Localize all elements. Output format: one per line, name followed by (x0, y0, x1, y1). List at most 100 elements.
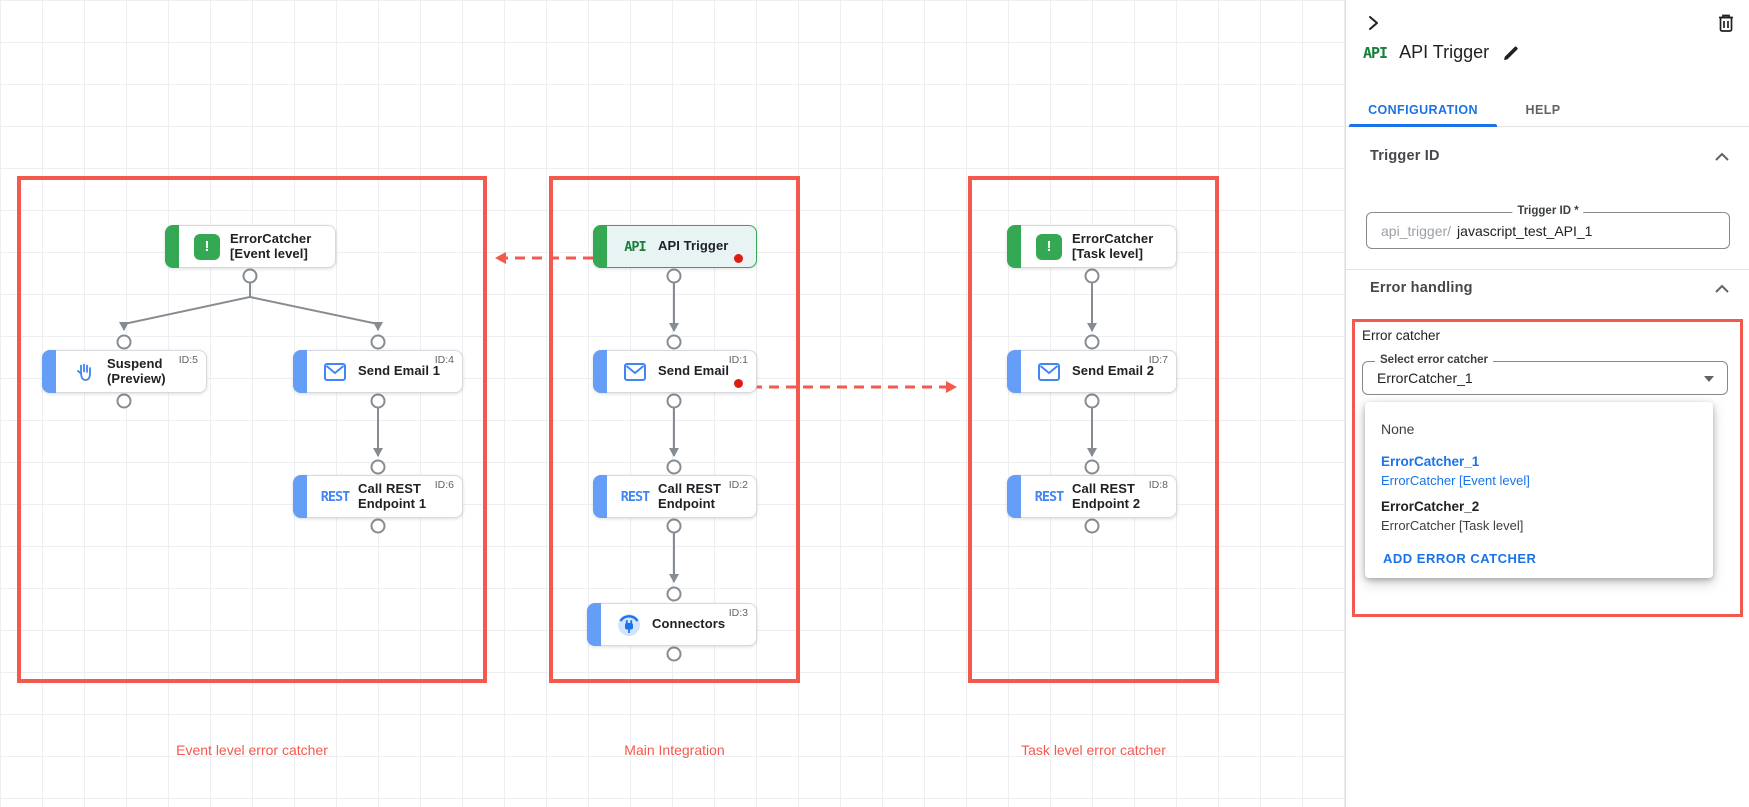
node-label: Send Email 1 (358, 363, 441, 379)
error-handling-section-header[interactable]: Error handling (1370, 280, 1729, 296)
main-integration-group-label: Main Integration (624, 742, 725, 758)
node-accent-bar (593, 225, 607, 268)
node-send-email-1[interactable]: Send Email 1 ID:4 (293, 350, 463, 393)
port (370, 518, 386, 534)
port (1084, 334, 1100, 350)
trash-icon (1719, 14, 1733, 32)
node-label: ErrorCatcher[Task level] (1072, 230, 1154, 261)
panel-title-row: API API Trigger (1363, 42, 1521, 63)
port (370, 334, 386, 350)
email-icon (618, 362, 652, 382)
port (666, 518, 682, 534)
node-accent-bar (293, 475, 307, 518)
connection-ports[interactable] (116, 268, 1100, 662)
task-id-badge: ID:2 (728, 479, 748, 491)
node-label: Connectors (652, 616, 726, 632)
error-catcher-highlight-rect (1352, 319, 1743, 617)
node-accent-bar (42, 350, 56, 393)
api-trigger-icon: API (1363, 43, 1388, 62)
error-catcher-dot (734, 379, 743, 388)
rest-icon: REST (320, 488, 350, 505)
connector-icon (612, 612, 646, 638)
api-trigger-icon: API (624, 238, 646, 255)
port (666, 334, 682, 350)
node-suspend-preview[interactable]: Suspend(Preview) ID:5 (42, 350, 207, 393)
trigger-id-field-content: api_trigger/ javascript_test_API_1 (1381, 213, 1699, 248)
config-panel: API API Trigger CONFIGURATION HELP Trigg… (1345, 0, 1749, 807)
task-id-badge: ID:4 (434, 354, 454, 366)
node-accent-bar (593, 350, 607, 393)
dropdown-caret-icon (1704, 376, 1714, 382)
chevron-right-icon (1369, 16, 1378, 30)
task-id-badge: ID:5 (178, 354, 198, 366)
port (1084, 518, 1100, 534)
node-api-trigger[interactable]: API API Trigger (593, 225, 757, 268)
node-send-email-2[interactable]: Send Email 2 ID:7 (1007, 350, 1177, 393)
menu-option-none[interactable]: None (1381, 421, 1415, 437)
node-errorcatcher-task-level[interactable]: ! ErrorCatcher[Task level] (1007, 225, 1177, 268)
trigger-id-field-label: Trigger ID * (1512, 205, 1584, 217)
port (116, 393, 132, 409)
select-error-catcher-dropdown[interactable]: Select error catcher ErrorCatcher_1 (1362, 354, 1728, 395)
trigger-id-value: javascript_test_API_1 (1457, 222, 1593, 239)
panel-tabs: CONFIGURATION HELP (1346, 93, 1749, 127)
port (116, 334, 132, 350)
node-accent-bar (1007, 475, 1021, 518)
delete-trigger-button[interactable] (1713, 10, 1739, 36)
error-catcher-icon: ! (190, 233, 224, 260)
port (370, 393, 386, 409)
port (666, 459, 682, 475)
error-catcher-label: Error catcher (1362, 328, 1441, 343)
node-accent-bar (593, 475, 607, 518)
node-label: API Trigger (658, 238, 729, 254)
node-connectors[interactable]: Connectors ID:3 (587, 603, 757, 646)
node-label: Send Email 2 (1072, 363, 1155, 379)
port (1084, 459, 1100, 475)
hand-icon (67, 360, 101, 384)
menu-option-errorcatcher-2[interactable]: ErrorCatcher_2 ErrorCatcher [Task level] (1381, 499, 1524, 533)
select-error-catcher-value-wrap: ErrorCatcher_1 (1377, 362, 1697, 394)
chevron-up-icon (1715, 284, 1729, 293)
edit-pencil-icon[interactable] (1501, 43, 1521, 63)
rest-icon: REST (620, 488, 650, 505)
collapse-panel-button[interactable] (1360, 10, 1386, 36)
email-icon (318, 362, 352, 382)
trigger-id-section-header[interactable]: Trigger ID (1370, 148, 1729, 164)
trigger-id-field[interactable]: Trigger ID * api_trigger/ javascript_tes… (1366, 205, 1730, 249)
select-error-catcher-label: Select error catcher (1375, 354, 1494, 366)
node-accent-bar (293, 350, 307, 393)
event-level-group-rect (17, 176, 487, 683)
edge-layer (116, 252, 1100, 662)
node-send-email[interactable]: Send Email ID:1 (593, 350, 757, 393)
node-accent-bar (1007, 225, 1021, 268)
integration-canvas[interactable]: Event level error catcher Main Integrati… (0, 0, 1345, 807)
event-level-group-label: Event level error catcher (176, 742, 328, 758)
task-id-badge: ID:8 (1148, 479, 1168, 491)
add-error-catcher-button[interactable]: ADD ERROR CATCHER (1383, 551, 1537, 566)
trigger-id-prefix: api_trigger/ (1381, 222, 1452, 239)
error-catcher-dot (734, 254, 743, 263)
node-errorcatcher-event-level[interactable]: ! ErrorCatcher[Event level] (165, 225, 336, 268)
task-id-badge: ID:6 (434, 479, 454, 491)
task-id-badge: ID:3 (728, 607, 748, 619)
node-label: ErrorCatcher[Event level] (230, 230, 312, 261)
node-label: Send Email (658, 363, 730, 379)
port (1084, 393, 1100, 409)
tab-help[interactable]: HELP (1525, 102, 1561, 117)
port (666, 268, 682, 284)
task-id-badge: ID:7 (1148, 354, 1168, 366)
task-level-group-label: Task level error catcher (1021, 742, 1166, 758)
select-error-catcher-value: ErrorCatcher_1 (1377, 370, 1473, 386)
port (1084, 268, 1100, 284)
section-divider (1346, 269, 1749, 270)
rest-icon: REST (1034, 488, 1064, 505)
error-catcher-menu: None ErrorCatcher_1 ErrorCatcher [Event … (1365, 402, 1713, 578)
tab-configuration[interactable]: CONFIGURATION (1349, 93, 1497, 127)
menu-option-errorcatcher-1[interactable]: ErrorCatcher_1 ErrorCatcher [Event level… (1381, 454, 1530, 488)
